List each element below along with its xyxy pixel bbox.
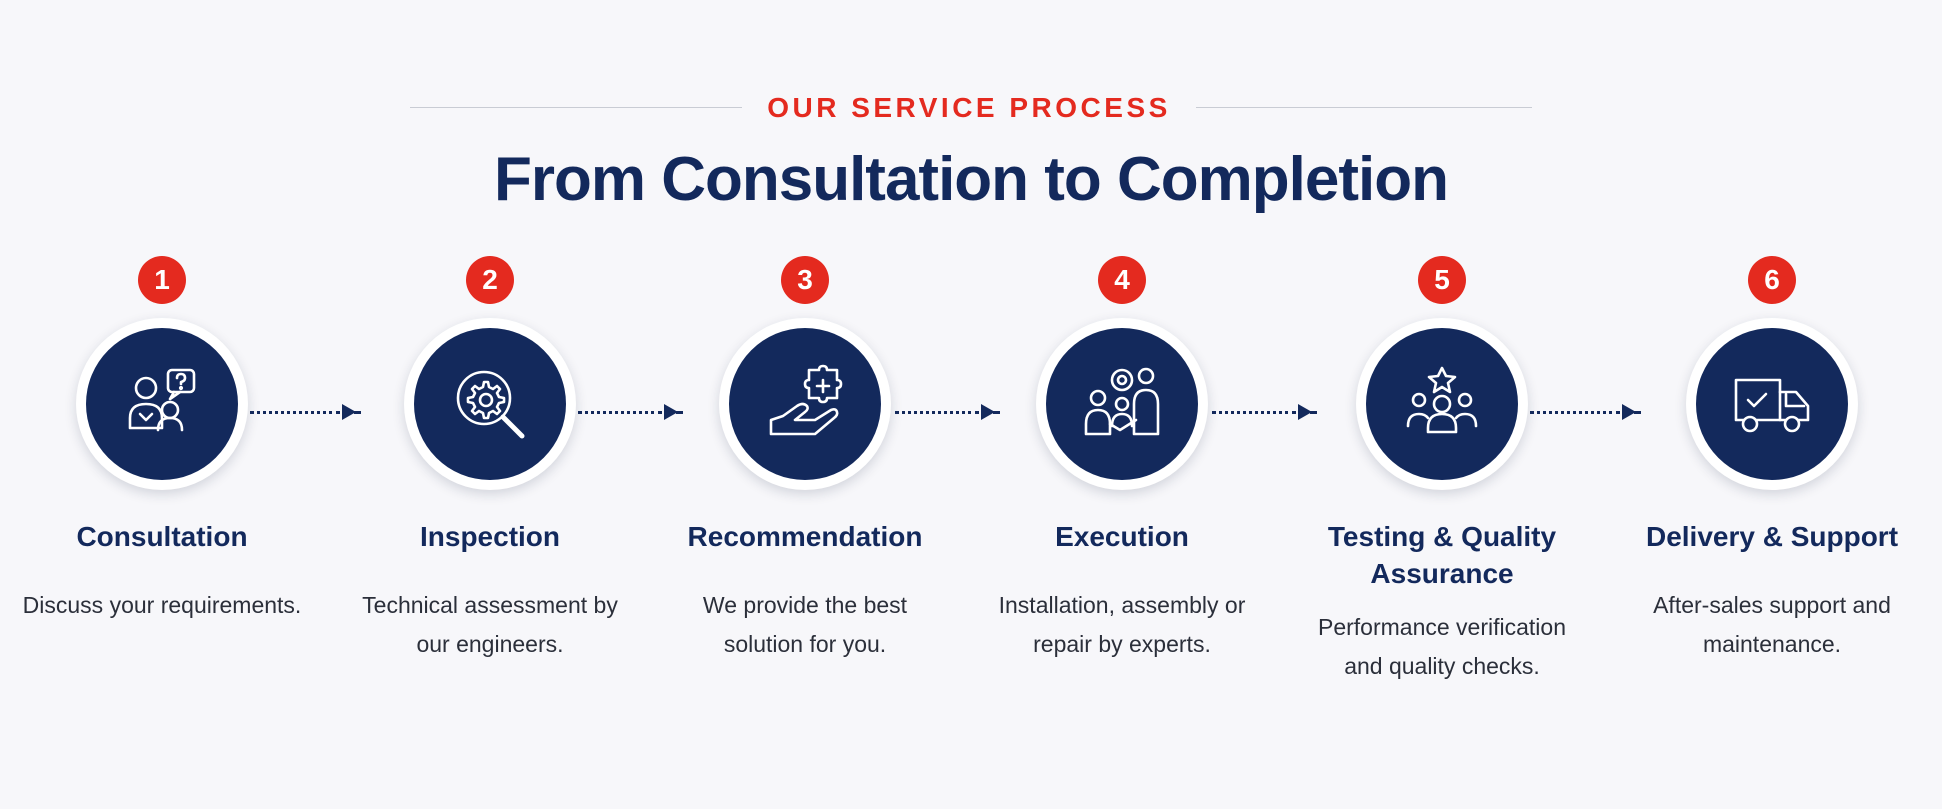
flow-arrow <box>895 402 999 422</box>
step-description: Performance verification and quality che… <box>1318 614 1566 679</box>
arrow-right-icon <box>664 404 678 420</box>
process-step-testing: 5 Testing & Quality Assurance Performanc… <box>1282 256 1602 716</box>
step-description: After-sales support and maintenance. <box>1653 592 1891 657</box>
step-icon-circle <box>1356 318 1528 490</box>
step-number-badge: 5 <box>1418 256 1466 304</box>
step-icon-circle <box>1686 318 1858 490</box>
flow-arrow <box>250 402 360 422</box>
step-description: Technical assessment by our engineers. <box>362 592 618 657</box>
step-title: Delivery & Support <box>1645 521 1899 552</box>
step-number-badge: 2 <box>466 256 514 304</box>
eyebrow-row: OUR SERVICE PROCESS <box>0 88 1942 128</box>
step-number-badge: 3 <box>781 256 829 304</box>
page-title: From Consultation to Completion <box>493 145 1449 214</box>
process-step-delivery: 6 Delivery & Support After-sales support… <box>1612 256 1932 716</box>
flow-arrow <box>1212 402 1316 422</box>
delivery-truck-icon <box>1734 378 1810 433</box>
flow-arrow <box>1530 402 1640 422</box>
arrow-right-icon <box>981 404 995 420</box>
step-icon-circle <box>1036 318 1208 490</box>
consultation-chat-icon <box>128 368 196 432</box>
process-step-recommendation: 3 Recommendation We provide the best sol… <box>645 256 965 716</box>
puzzle-hand-icon <box>769 364 843 436</box>
step-title: Recommendation <box>687 521 923 552</box>
team-star-icon <box>1406 366 1478 434</box>
gear-magnifier-icon <box>456 370 525 439</box>
arrow-right-icon <box>1298 404 1312 420</box>
step-title: Inspection <box>419 521 560 552</box>
process-step-execution: 4 Execution Installation, assembly or re… <box>962 256 1282 716</box>
step-title: Testing & Quality Assurance <box>1327 521 1557 589</box>
process-step-consultation: 1 Consultation Discuss your requirements… <box>2 256 322 716</box>
step-description: We provide the best solution for you. <box>702 592 908 657</box>
step-description: Discuss your requirements. <box>22 592 302 618</box>
flow-arrow <box>578 402 682 422</box>
step-icon-circle <box>76 318 248 490</box>
arrow-right-icon <box>1622 404 1636 420</box>
divider-right <box>1196 107 1532 108</box>
step-title: Execution <box>1055 521 1189 552</box>
step-number-badge: 4 <box>1098 256 1146 304</box>
arrow-right-icon <box>342 404 356 420</box>
section-eyebrow: OUR SERVICE PROCESS <box>767 92 1171 123</box>
process-step-inspection: 2 Inspection Technical assessment by our… <box>330 256 650 716</box>
team-gear-icon <box>1084 367 1160 436</box>
step-icon-circle <box>404 318 576 490</box>
step-description: Installation, assembly or repair by expe… <box>998 592 1246 657</box>
step-number-badge: 6 <box>1748 256 1796 304</box>
step-icon-circle <box>719 318 891 490</box>
step-number-badge: 1 <box>138 256 186 304</box>
step-title: Consultation <box>76 521 248 552</box>
divider-left <box>410 107 742 108</box>
